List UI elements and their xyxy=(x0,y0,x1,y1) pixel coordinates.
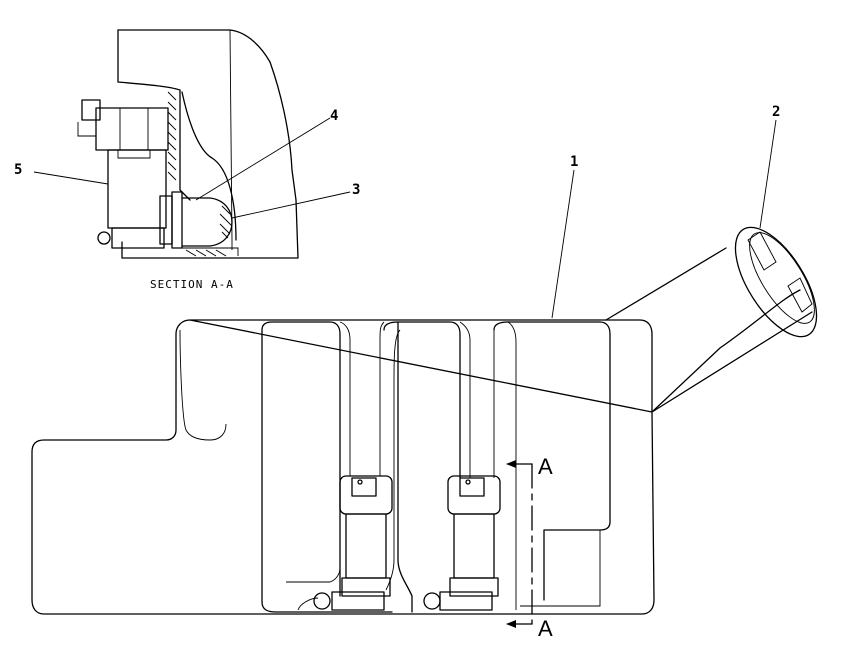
reservoir-tank xyxy=(31,226,818,615)
section-caption: SECTION A-A xyxy=(150,278,234,291)
leader-4 xyxy=(195,117,331,201)
pump-outlet-nipple xyxy=(97,231,111,245)
filler-cap xyxy=(734,226,818,338)
callout-3: 3 xyxy=(352,182,360,198)
section-letter-bottom: A xyxy=(538,616,553,641)
filter-mesh xyxy=(219,205,233,239)
labels: 1 2 3 4 5 SECTION A-A xyxy=(14,104,780,291)
pump-well-right-inner xyxy=(459,321,601,610)
grommet xyxy=(171,191,183,249)
wall-hatch xyxy=(167,91,177,181)
pump-left-cap xyxy=(339,475,393,515)
pump-terminal xyxy=(81,99,101,121)
pump-well-center xyxy=(383,321,461,613)
base-plate xyxy=(180,247,239,257)
section-detail xyxy=(77,29,299,259)
cut-arrow-bottom-head xyxy=(506,620,516,628)
leader-lines xyxy=(33,117,777,319)
callout-4: 4 xyxy=(330,108,338,124)
filler-cap-lugs xyxy=(747,231,813,313)
callout-1: 1 xyxy=(570,154,578,170)
pump-well-right xyxy=(493,321,611,601)
pump-left-body xyxy=(345,513,387,579)
callout-5: 5 xyxy=(14,162,22,178)
leader-5 xyxy=(33,171,109,185)
pump-left-nipple xyxy=(313,592,331,610)
tank-outline xyxy=(31,289,801,615)
tank-inner-step xyxy=(179,329,227,441)
pump-cap-detail xyxy=(77,108,151,159)
inner-curve xyxy=(181,91,237,241)
pump-right-cap xyxy=(447,475,501,515)
pump-left-outlet xyxy=(331,591,385,611)
pump-well-left-inner xyxy=(339,321,385,476)
pump-right-outlet xyxy=(439,591,493,611)
pump-left-hose xyxy=(286,567,341,611)
pump-right-body xyxy=(453,513,495,579)
pump-left-screw xyxy=(357,479,363,485)
section-letter-top: A xyxy=(538,454,553,479)
cut-arrow-top-head xyxy=(506,460,516,468)
filler-neck xyxy=(605,247,813,413)
pump-inlet-filter xyxy=(181,197,233,247)
tank-wall-outline xyxy=(117,29,299,259)
callout-2: 2 xyxy=(772,104,780,120)
pump-bottom xyxy=(111,227,165,249)
tank-wall-step xyxy=(229,29,233,250)
pump-right-terminal xyxy=(459,477,485,497)
leader-3 xyxy=(231,191,351,219)
leader-2 xyxy=(759,119,777,229)
pump-well-left xyxy=(261,321,393,613)
pump-right-screw xyxy=(465,479,471,485)
pump-right-nipple xyxy=(423,592,441,610)
pump-left-base xyxy=(341,577,391,597)
tank-wall-inner xyxy=(117,29,191,201)
pump-body xyxy=(107,149,167,229)
pump-left-terminal xyxy=(351,477,377,497)
pump-cap xyxy=(95,107,169,151)
filler-cap-inner xyxy=(749,232,815,324)
section-cut-line: A A xyxy=(506,454,553,641)
pump-right-base xyxy=(449,577,499,597)
leader-1 xyxy=(551,169,575,319)
